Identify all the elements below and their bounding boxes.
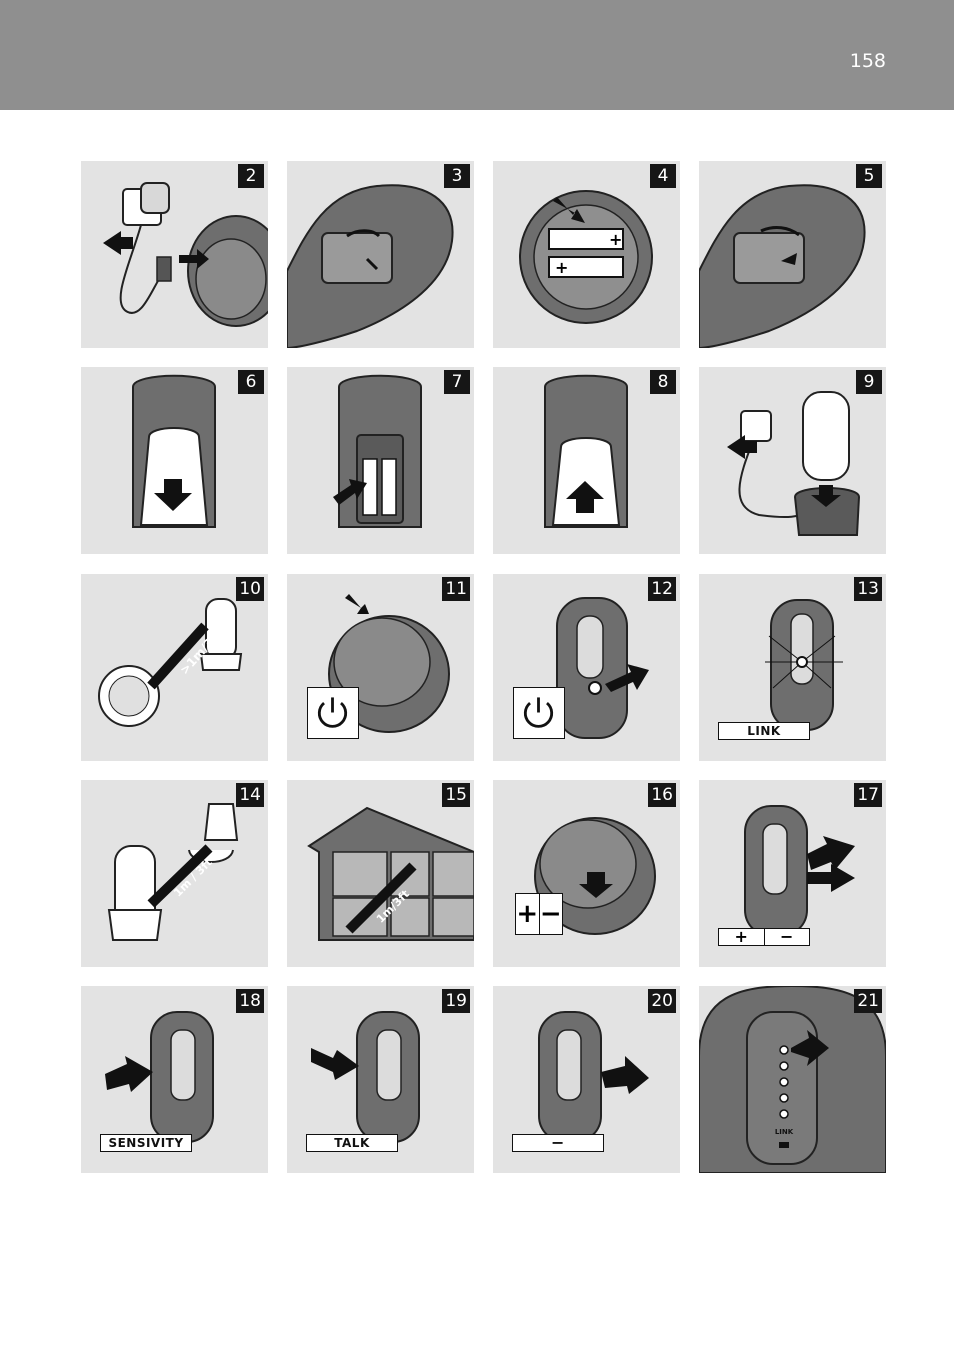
step-20-panel: − 20 (493, 986, 680, 1173)
power-icon (307, 687, 359, 739)
step-11-panel: 11 (287, 574, 474, 761)
step-18-panel: SENSIVITY 18 (81, 986, 268, 1173)
step-14-panel: 1m / 3ft 14 (81, 780, 268, 967)
talk-label: TALK (306, 1134, 398, 1152)
step-number: 20 (648, 989, 676, 1013)
step-6-panel: 6 (81, 367, 268, 554)
step-12-panel: 12 (493, 574, 680, 761)
house-range-illustration: 1m/3ft (307, 806, 474, 941)
sensitivity-button-illustration (105, 1011, 214, 1143)
sensitivity-label: SENSIVITY (100, 1134, 192, 1152)
step-number: 6 (238, 370, 264, 394)
open-battery-cover-illustration (287, 184, 454, 348)
step-number: 10 (236, 577, 264, 601)
baby-unit-on-illustration (328, 594, 450, 733)
step-5-panel: 5 (699, 161, 886, 348)
step-10-panel: >1m/3ft 10 (81, 574, 268, 761)
step-number: 4 (650, 164, 676, 188)
step-number: 21 (854, 989, 882, 1013)
step-number: 8 (650, 370, 676, 394)
slide-cover-down-illustration (132, 374, 216, 528)
step-8-panel: 8 (493, 367, 680, 554)
link-light-illustration (765, 599, 843, 731)
step-16-panel: + − 16 (493, 780, 680, 967)
step-13-panel: LINK 13 (699, 574, 886, 761)
link-label: LINK (718, 722, 810, 740)
power-icon (513, 687, 565, 739)
step-7-panel: 7 (287, 367, 474, 554)
adapter-plug-illustration (103, 182, 268, 327)
minus-sign: − (763, 929, 810, 945)
page-number: 158 (849, 50, 886, 72)
slide-cover-up-illustration (544, 374, 628, 528)
step-number: 7 (444, 370, 470, 394)
step-4-panel: + + 4 (493, 161, 680, 348)
step-number: 15 (442, 783, 470, 807)
step-number: 17 (854, 783, 882, 807)
step-9-panel: 9 (699, 367, 886, 554)
step-21-panel: LINK 21 (699, 986, 886, 1173)
parent-unit-lights-illustration: LINK (699, 986, 886, 1173)
parent-unit-batteries-illustration (333, 374, 422, 528)
step-3-panel: 3 (287, 161, 474, 348)
baby-unit-distance-illustration: 1m / 3ft (107, 803, 239, 941)
volume-plus-minus-icon: + − (515, 893, 563, 935)
insert-batteries-illustration: + + (519, 190, 653, 324)
charge-parent-unit-illustration (727, 391, 861, 536)
link-label: LINK (775, 1128, 794, 1136)
minus-sign: − (538, 894, 563, 934)
step-number: 2 (238, 164, 264, 188)
svg-text:+: + (609, 230, 622, 249)
page-header: 158 (0, 0, 954, 110)
step-number: 16 (648, 783, 676, 807)
step-number: 5 (856, 164, 882, 188)
step-number: 12 (648, 577, 676, 601)
volume-plus-minus-icon: + − (718, 928, 810, 946)
step-number: 11 (442, 577, 470, 601)
step-2-panel: 2 (81, 161, 268, 348)
step-19-panel: TALK 19 (287, 986, 474, 1173)
step-number: 3 (444, 164, 470, 188)
svg-text:+: + (555, 258, 568, 277)
parent-unit-volume-illustration (744, 805, 855, 937)
step-number: 13 (854, 577, 882, 601)
step-17-panel: + − 17 (699, 780, 886, 967)
step-15-panel: 1m/3ft 15 (287, 780, 474, 967)
parent-unit-on-illustration (556, 597, 649, 739)
plus-sign: + (734, 927, 748, 946)
step-number: 14 (236, 783, 264, 807)
baby-unit-volume-illustration (534, 817, 656, 935)
step-number: 19 (442, 989, 470, 1013)
distance-units-illustration: >1m/3ft (98, 598, 243, 727)
plus-sign: + (516, 899, 539, 929)
talk-button-illustration (311, 1011, 420, 1143)
step-number: 18 (236, 989, 264, 1013)
step-number: 9 (856, 370, 882, 394)
minus-label: − (512, 1134, 604, 1152)
close-battery-cover-illustration (699, 184, 866, 348)
